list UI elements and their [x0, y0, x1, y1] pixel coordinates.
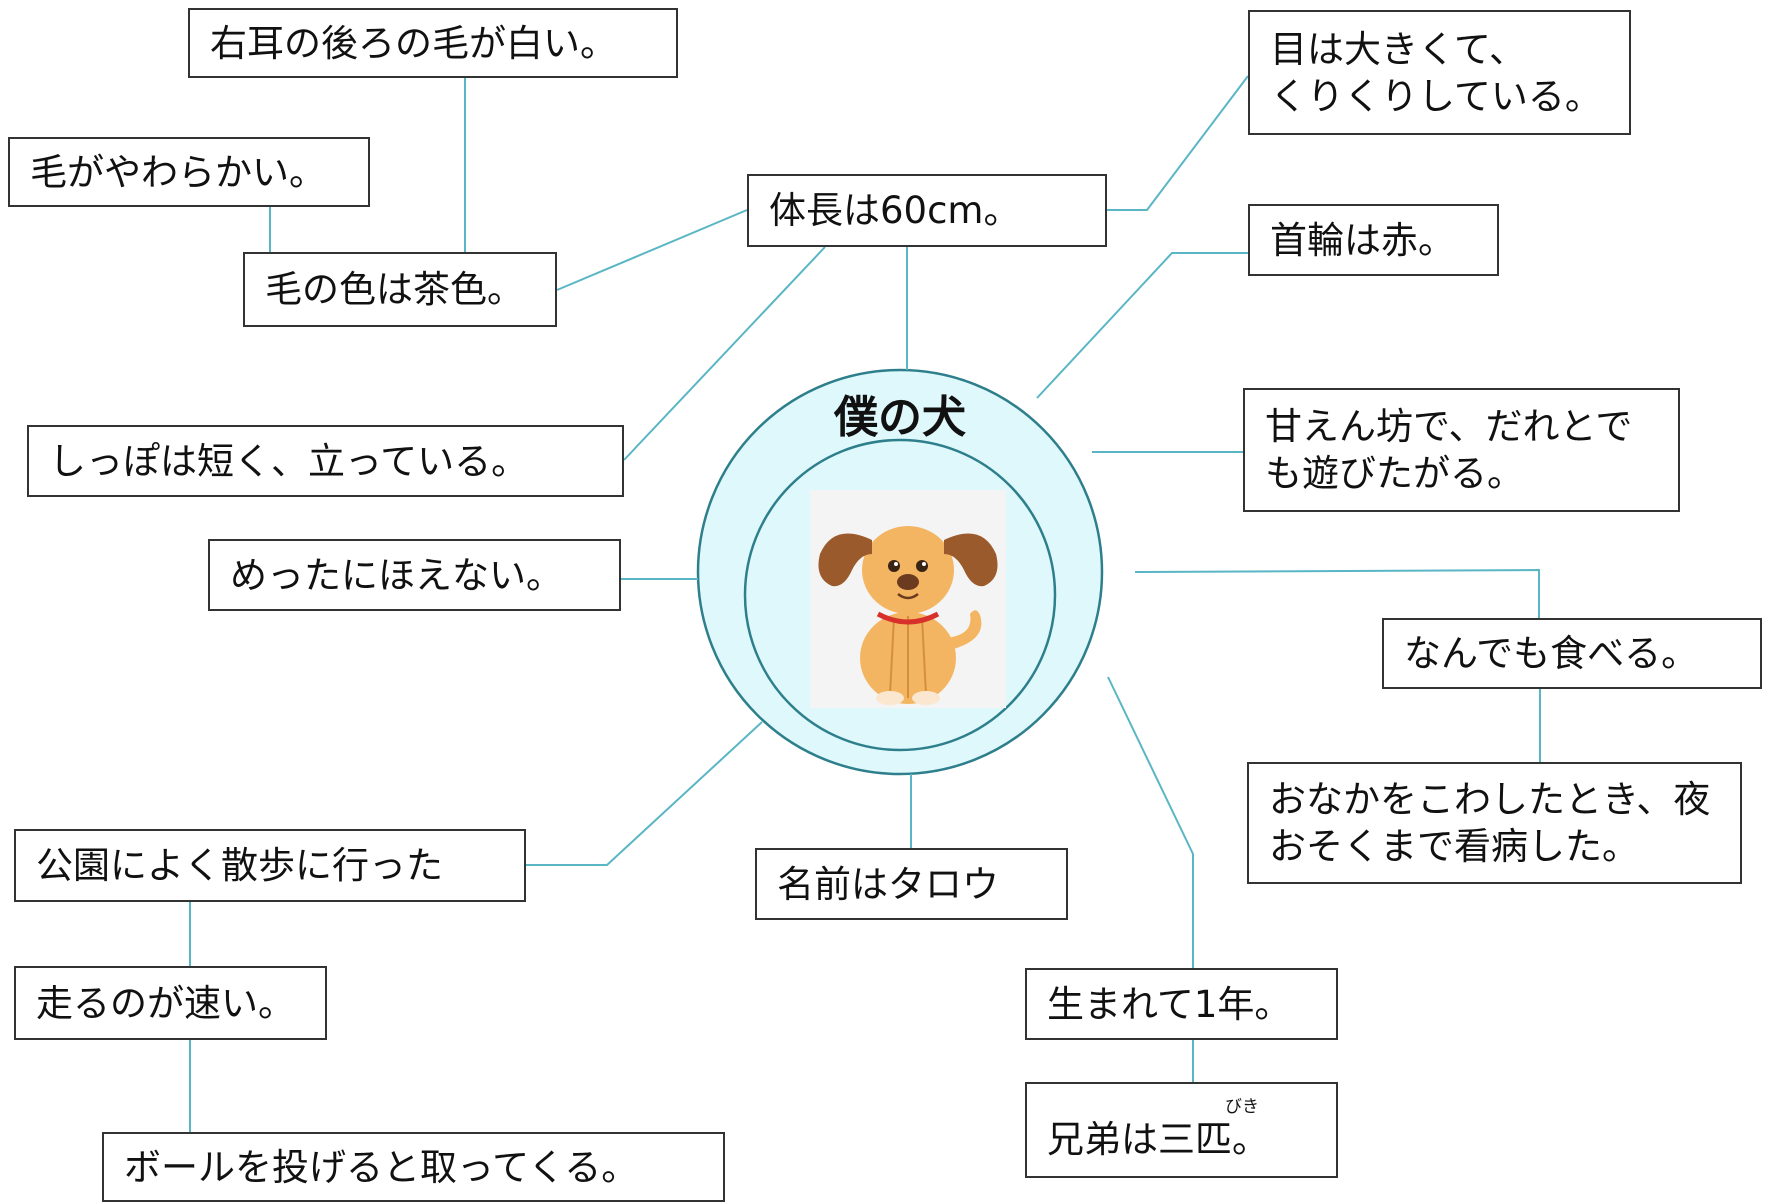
- link-body-length-eyes: [1107, 75, 1249, 211]
- link-center-park: [526, 721, 763, 866]
- furigana-hiki: びき: [1225, 1097, 1259, 1117]
- eats-note: なんでも食べる。: [1382, 618, 1762, 689]
- stomach-note: おなかをこわしたとき、夜 おそくまで看病した。: [1247, 762, 1742, 884]
- rarely-barks-note: めったにほえない。: [208, 539, 621, 611]
- collar-note: 首輪は赤。: [1248, 204, 1499, 276]
- name-note: 名前はタロウ: [755, 848, 1068, 920]
- link-center-eats: [1134, 568, 1540, 618]
- center-title: 僕の犬: [834, 392, 966, 443]
- park-note: 公園によく散歩に行った: [14, 829, 526, 902]
- link-center-collar: [1036, 252, 1248, 399]
- spoiled-note: 甘えん坊で、だれとで も遊びたがる。: [1243, 388, 1680, 512]
- eyes-note: 目は大きくて、 くりくりしている。: [1248, 10, 1631, 135]
- dog-icon: [810, 490, 1006, 708]
- age-note: 生まれて1年。: [1025, 968, 1338, 1040]
- fur-color-note: 毛の色は茶色。: [243, 252, 557, 327]
- tail-note: しっぽは短く、立っている。: [27, 425, 624, 497]
- link-body-length-tail: [623, 246, 826, 461]
- link-center-age: [1107, 676, 1194, 968]
- runs-fast-note: 走るのが速い。: [14, 966, 327, 1040]
- ball-note: ボールを投げると取ってくる。: [102, 1132, 725, 1202]
- brothers-note: 兄弟は三匹。: [1025, 1082, 1338, 1178]
- soft-fur-note: 毛がやわらかい。: [8, 137, 370, 207]
- link-body-length-fur-color: [556, 209, 748, 291]
- right-ear-note: 右耳の後ろの毛が白い。: [188, 8, 678, 78]
- body-length-note: 体長は60cm。: [747, 174, 1107, 247]
